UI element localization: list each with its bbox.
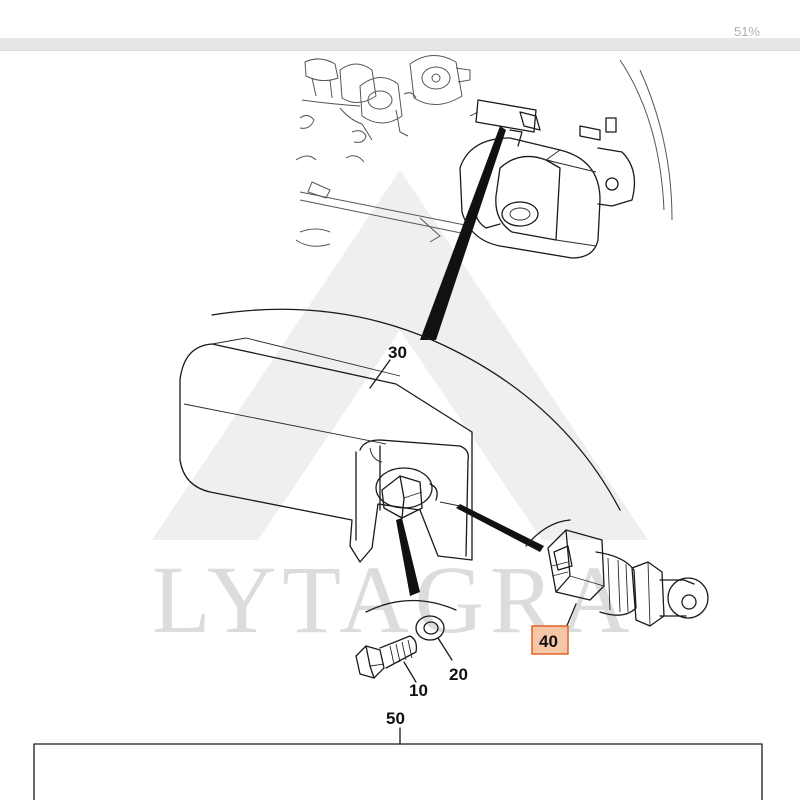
leader-10-20: [396, 518, 420, 596]
callout-40-highlight: [531, 625, 569, 655]
part-10-bolt: [355, 635, 418, 683]
callout-20[interactable]: 20: [449, 665, 468, 684]
callout-50[interactable]: 50: [386, 709, 405, 728]
callout-40-label: 40: [539, 632, 558, 651]
zoom-level: 51%: [733, 24, 760, 39]
part-40-sensor: [547, 529, 709, 629]
callout-10[interactable]: 10: [409, 681, 428, 700]
callout-40[interactable]: 40: [531, 625, 569, 655]
callout-50-label: 50: [386, 709, 405, 728]
part-50-frame: [33, 727, 763, 800]
callout-20-label: 20: [449, 665, 468, 684]
leader-40: [456, 504, 544, 552]
part-20-washer: [415, 615, 453, 661]
arc-10-20: [365, 599, 457, 613]
callout-10-label: 10: [409, 681, 428, 700]
callout-30[interactable]: 30: [388, 343, 407, 362]
engine-assembly: [295, 55, 673, 259]
watermark: LYTAGRA: [152, 170, 648, 653]
viewer-toolbar: [0, 38, 800, 51]
leader-30: [420, 126, 506, 340]
arc-40: [525, 519, 571, 547]
callout-30-label: 30: [388, 343, 407, 362]
part-30-bracket: [179, 337, 473, 563]
top-strip: [0, 0, 800, 38]
parts-diagram: LYTAGRA: [33, 55, 763, 800]
detail-arc: [211, 308, 621, 511]
